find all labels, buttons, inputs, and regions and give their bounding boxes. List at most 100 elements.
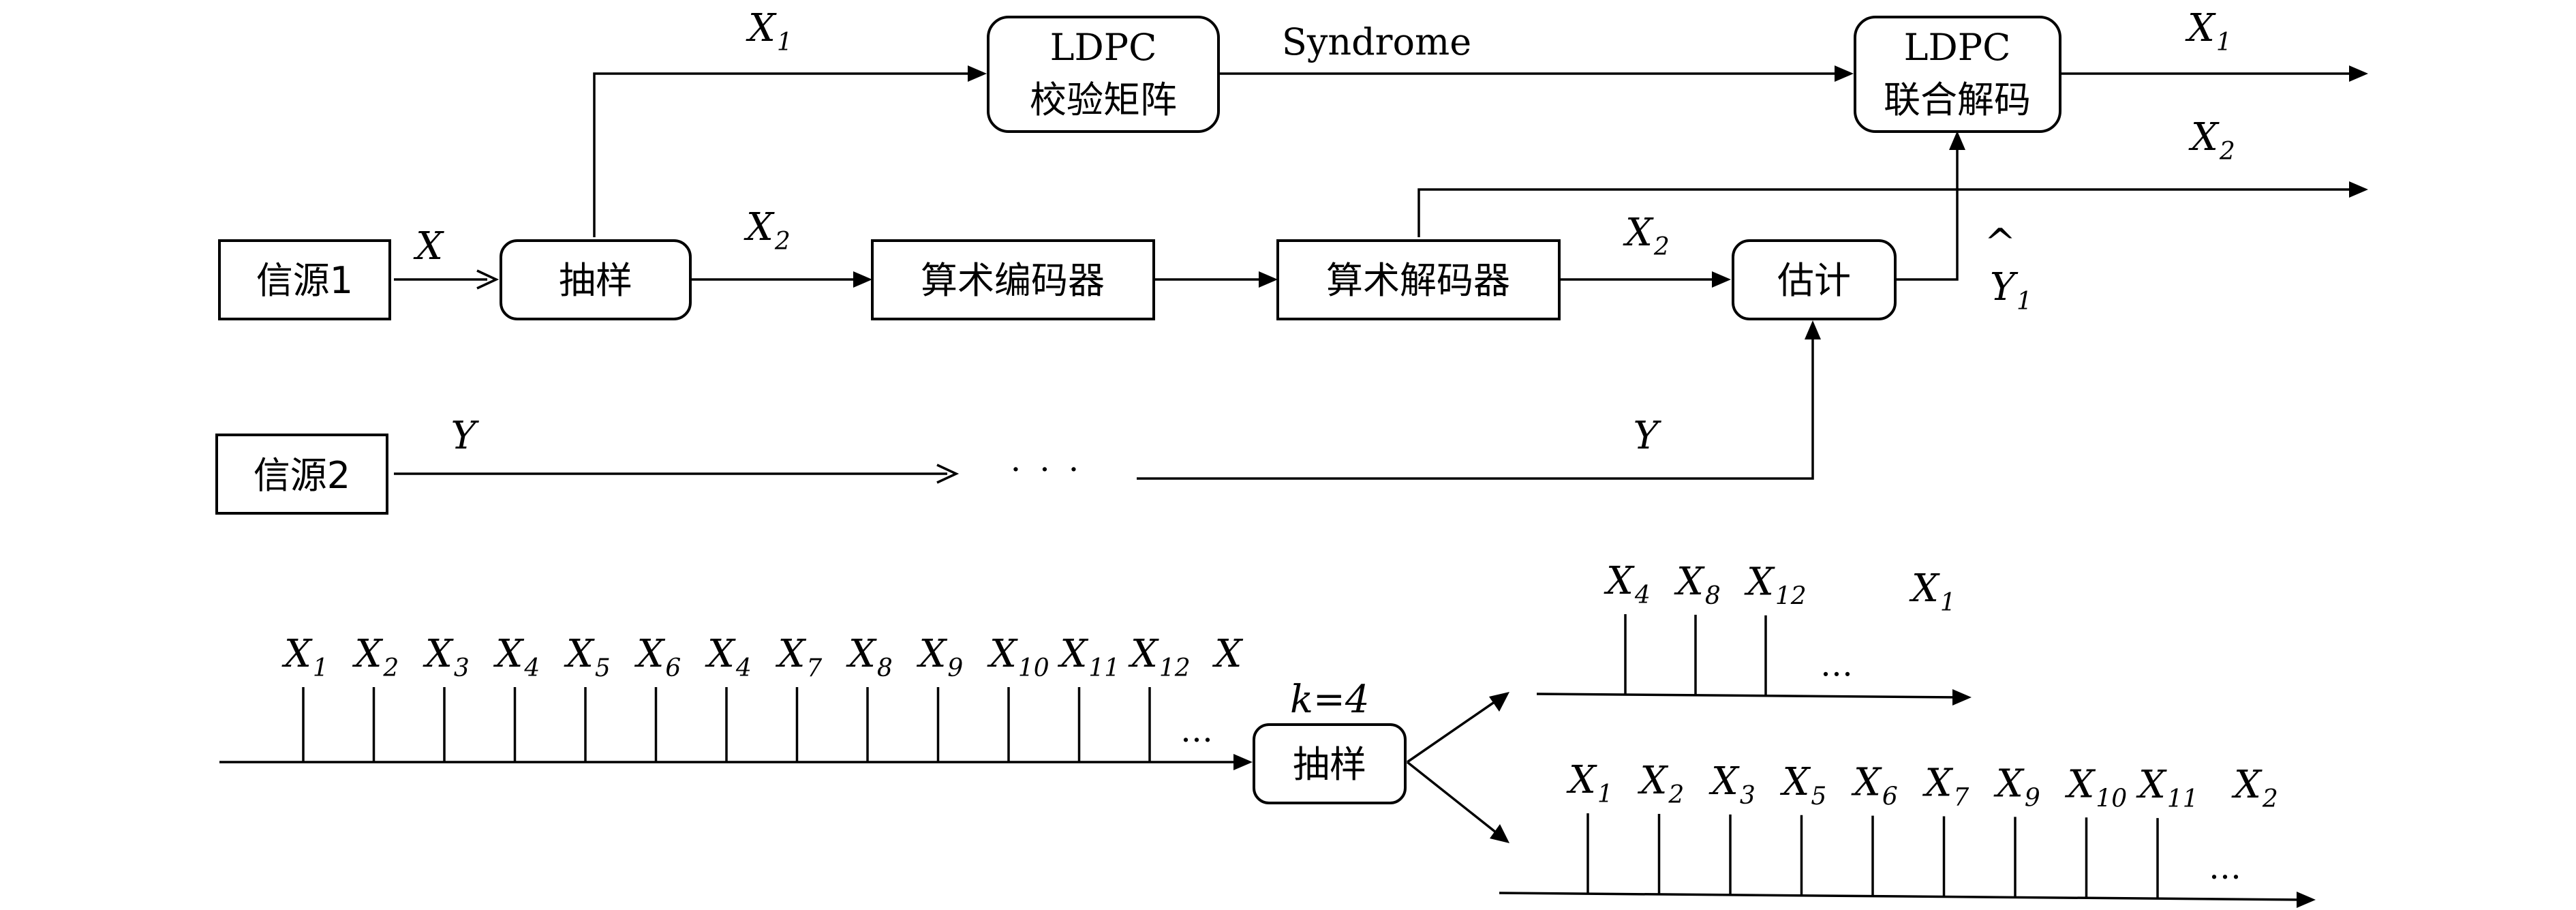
x2-after-decoder-label: X2 (1623, 211, 1670, 261)
ldpc-decode-block: LDPC 联合解码 (1854, 16, 2061, 133)
var-x: X (352, 632, 384, 676)
arith-encoder-block: 算术编码器 (871, 239, 1155, 320)
subscript: 4 (1634, 581, 1651, 609)
subscript: 1 (1597, 780, 1613, 808)
arrowhead-solid (1949, 131, 1965, 150)
sequence-label: X8 (1674, 560, 1721, 610)
y1-hat-accent: ^ (1984, 221, 2017, 265)
lower-output-axis (1499, 892, 2304, 901)
sequence-label: X1 (1566, 758, 1613, 808)
arrowhead-open (476, 269, 500, 290)
subscript: 9 (947, 654, 963, 682)
syndrome-label: Syndrome (1282, 20, 1471, 63)
subscript: 4 (523, 654, 540, 682)
var-x: X (423, 632, 454, 676)
subscript: 11 (2167, 785, 2198, 813)
subscript: 2 (774, 228, 791, 256)
var-x: X (1604, 559, 1635, 603)
var-x: X (1674, 560, 1705, 604)
var-x: X (1128, 632, 1159, 676)
var-x: X (1638, 759, 1669, 803)
var-x: X (564, 632, 595, 676)
subscript: 6 (665, 654, 681, 682)
arrowhead-open (936, 464, 960, 484)
sequence-label: X9 (917, 632, 964, 682)
var-x: X (743, 205, 775, 249)
estimation-block: 估计 (1732, 239, 1897, 320)
sequence-label: X7 (1922, 761, 1969, 812)
estimation-label: 估计 (1777, 259, 1851, 302)
subscript: 7 (806, 654, 822, 682)
var-x: X (1058, 632, 1089, 676)
sequence-label: X12 (1744, 560, 1807, 611)
var-x: X (1780, 760, 1811, 804)
sampling-lower-label: 抽样 (1293, 743, 1366, 786)
sequence-label: X5 (1780, 760, 1827, 810)
ellipsis-middle: · · · (1011, 451, 1083, 489)
sequence-label: X1 (281, 632, 328, 682)
arrow-sampling-to-ldpc-check (593, 72, 975, 237)
sequence-name: X2 (2231, 763, 2278, 813)
subscript: 3 (1740, 782, 1755, 810)
var-x: X (2065, 762, 2096, 806)
sequence-label: X3 (1708, 759, 1755, 810)
y-input-label: Y (451, 414, 480, 458)
sequence-name: X1 (1909, 566, 1956, 617)
subscript: 6 (1882, 783, 1898, 811)
var-x: X (1993, 761, 2025, 806)
arrowhead-solid (853, 271, 872, 288)
sequence-label: X6 (1851, 761, 1898, 811)
sequence-ellipsis: … (2209, 849, 2245, 887)
source2-label: 信源2 (254, 454, 350, 497)
sequence-label: X5 (564, 632, 611, 682)
var-x: X (987, 632, 1018, 676)
subscript: 8 (1705, 582, 1721, 610)
subscript: 1 (313, 654, 328, 682)
sequence-label: X12 (1128, 632, 1191, 682)
subscript: 12 (1159, 654, 1191, 682)
var-x: X (1922, 761, 1954, 806)
arrowhead-solid (1259, 271, 1278, 288)
arrowhead-solid (2349, 65, 2368, 82)
arrowhead-solid (1835, 65, 1854, 82)
arrowhead-solid (1712, 271, 1731, 288)
var-x: X (917, 632, 948, 676)
arrowhead-solid (1490, 824, 1509, 843)
ldpc-check-box (987, 16, 1220, 133)
sequence-label: X4 (493, 632, 540, 682)
var-x: X (1708, 759, 1740, 804)
sequence-label: X7 (776, 632, 823, 682)
arith-encoder-box (871, 239, 1155, 320)
subscript: 1 (2216, 29, 2232, 57)
estimation-box (1732, 239, 1897, 320)
subscript: 10 (2096, 785, 2127, 813)
upper-output-axis (1536, 693, 1960, 699)
arrowhead-solid (1952, 689, 1972, 706)
subscript: 2 (382, 654, 399, 682)
subscript: 5 (595, 654, 611, 682)
x1-top-label: X1 (746, 6, 793, 57)
arrow-estimation-to-ldpc-decode (1897, 143, 1959, 281)
sequence-label: X8 (846, 632, 893, 682)
split-arrow-upper (1407, 697, 1500, 763)
arrow-y-to-estimation (1137, 333, 1814, 480)
var-x: X (846, 632, 877, 676)
sequence-label: X2 (352, 632, 399, 682)
source1-block: 信源1 (218, 239, 391, 320)
subscript: 2 (2219, 138, 2235, 166)
subscript: 11 (1088, 654, 1120, 682)
ldpc-decode-line2: 联合解码 (1884, 78, 2031, 121)
subscript: 3 (454, 654, 470, 682)
arith-decoder-label: 算术解码器 (1326, 259, 1510, 302)
sequence-label: X11 (2136, 763, 2198, 813)
subscript: 5 (1811, 783, 1826, 810)
sampling-label: 抽样 (559, 259, 632, 302)
subscript: 8 (877, 654, 893, 682)
sequence-label: X4 (1604, 559, 1651, 609)
var-x: X (705, 632, 736, 676)
var-x: X (1566, 758, 1597, 802)
y-mid-label: Y (1634, 414, 1662, 458)
